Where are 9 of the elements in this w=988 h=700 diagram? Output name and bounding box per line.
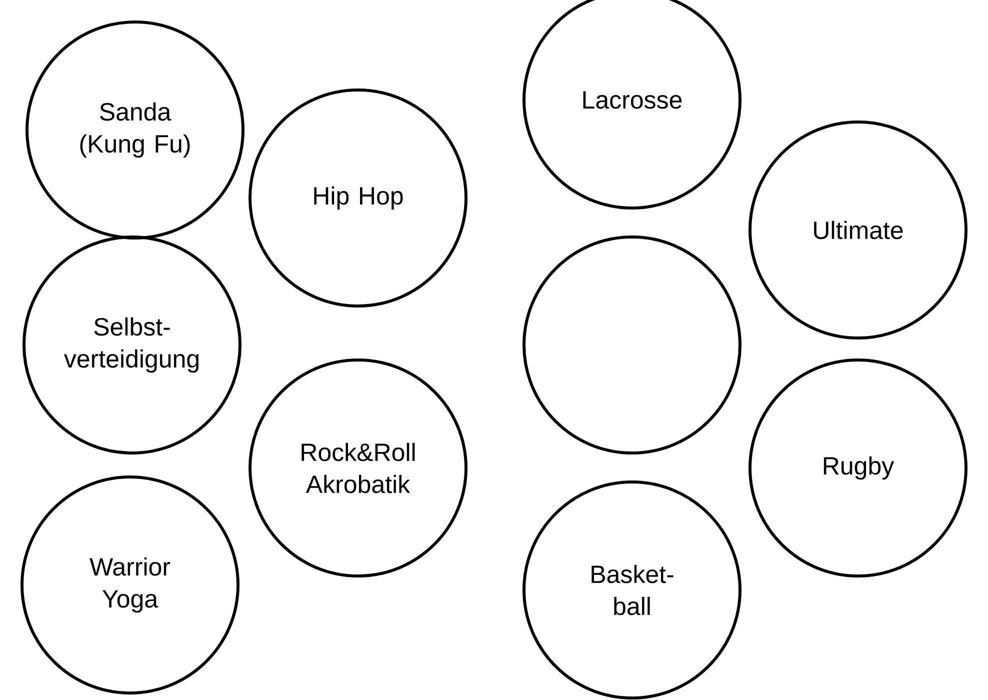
empty-circle (522, 236, 742, 454)
circle-node: Rugby (748, 358, 968, 578)
circle-node: Hip Hop (248, 88, 468, 308)
circle-node: Ultimate (748, 120, 968, 340)
circle-node: Sanda (Kung Fu) (26, 20, 244, 240)
circle-node: Basket- ball (522, 480, 742, 700)
circle-node: Rock&Roll Akrobatik (248, 358, 468, 578)
circle-node: Warrior Yoga (20, 476, 240, 694)
circle-node: Selbst- verteidigung (22, 236, 242, 454)
